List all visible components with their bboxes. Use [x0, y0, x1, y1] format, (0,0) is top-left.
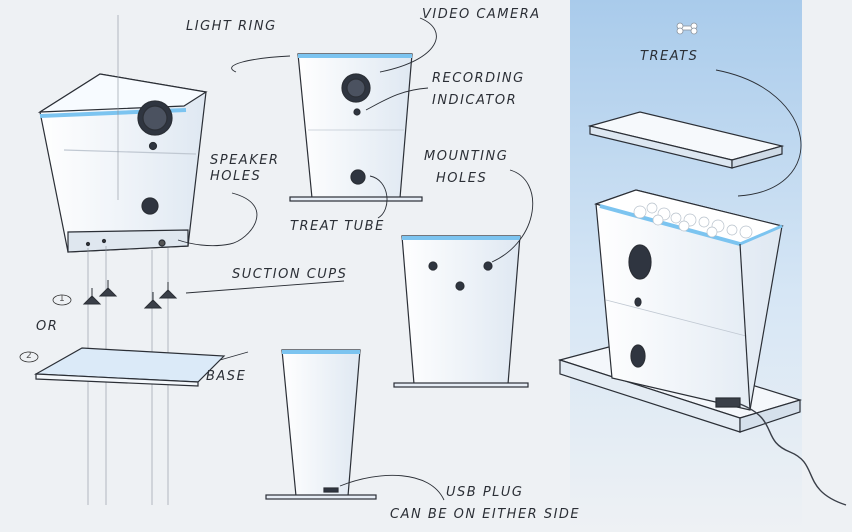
option-2-circle — [19, 351, 39, 363]
label-video-camera: VIDEO CAMERA — [422, 7, 541, 22]
label-treats: TREATS — [640, 49, 699, 64]
leader-line-usb — [339, 474, 445, 501]
label-recording-indicator-2: INDICATOR — [432, 93, 518, 108]
label-recording-indicator-1: RECORDING — [432, 71, 525, 86]
label-treat-tube: TREAT TUBE — [290, 219, 385, 234]
option-2-number: 2 — [26, 351, 32, 361]
device-front-view — [289, 53, 423, 202]
option-1-circle — [52, 294, 72, 306]
label-speaker-holes-1: SPEAKER — [210, 153, 280, 168]
base-plate-left — [33, 347, 226, 387]
treat-lid — [587, 111, 785, 169]
usb-cable — [739, 403, 847, 506]
device-side-view — [265, 349, 377, 500]
bone-icon — [676, 22, 698, 35]
leader-lines-right — [715, 69, 802, 197]
device-left-perspective — [37, 73, 208, 253]
label-speaker-holes-2: HOLES — [210, 169, 262, 184]
label-mounting-holes-1: MOUNTING — [424, 149, 509, 164]
label-usb-plug: USB PLUG — [446, 485, 524, 500]
label-mounting-holes-2: HOLES — [436, 171, 488, 186]
label-base: BASE — [206, 369, 247, 384]
leader-lines-left — [177, 55, 345, 361]
label-either-side: CAN BE ON EITHER SIDE — [390, 507, 581, 522]
label-light-ring: LIGHT RING — [186, 19, 277, 34]
leader-line-mounting — [491, 169, 534, 263]
suction-cups — [82, 280, 178, 309]
label-suction-cups: SUCTION CUPS — [232, 267, 348, 282]
label-or: OR — [36, 319, 59, 334]
device-back-view — [393, 235, 529, 388]
leader-lines-front — [365, 17, 437, 219]
option-1-number: 1 — [59, 294, 65, 304]
treats-pile — [633, 202, 753, 239]
